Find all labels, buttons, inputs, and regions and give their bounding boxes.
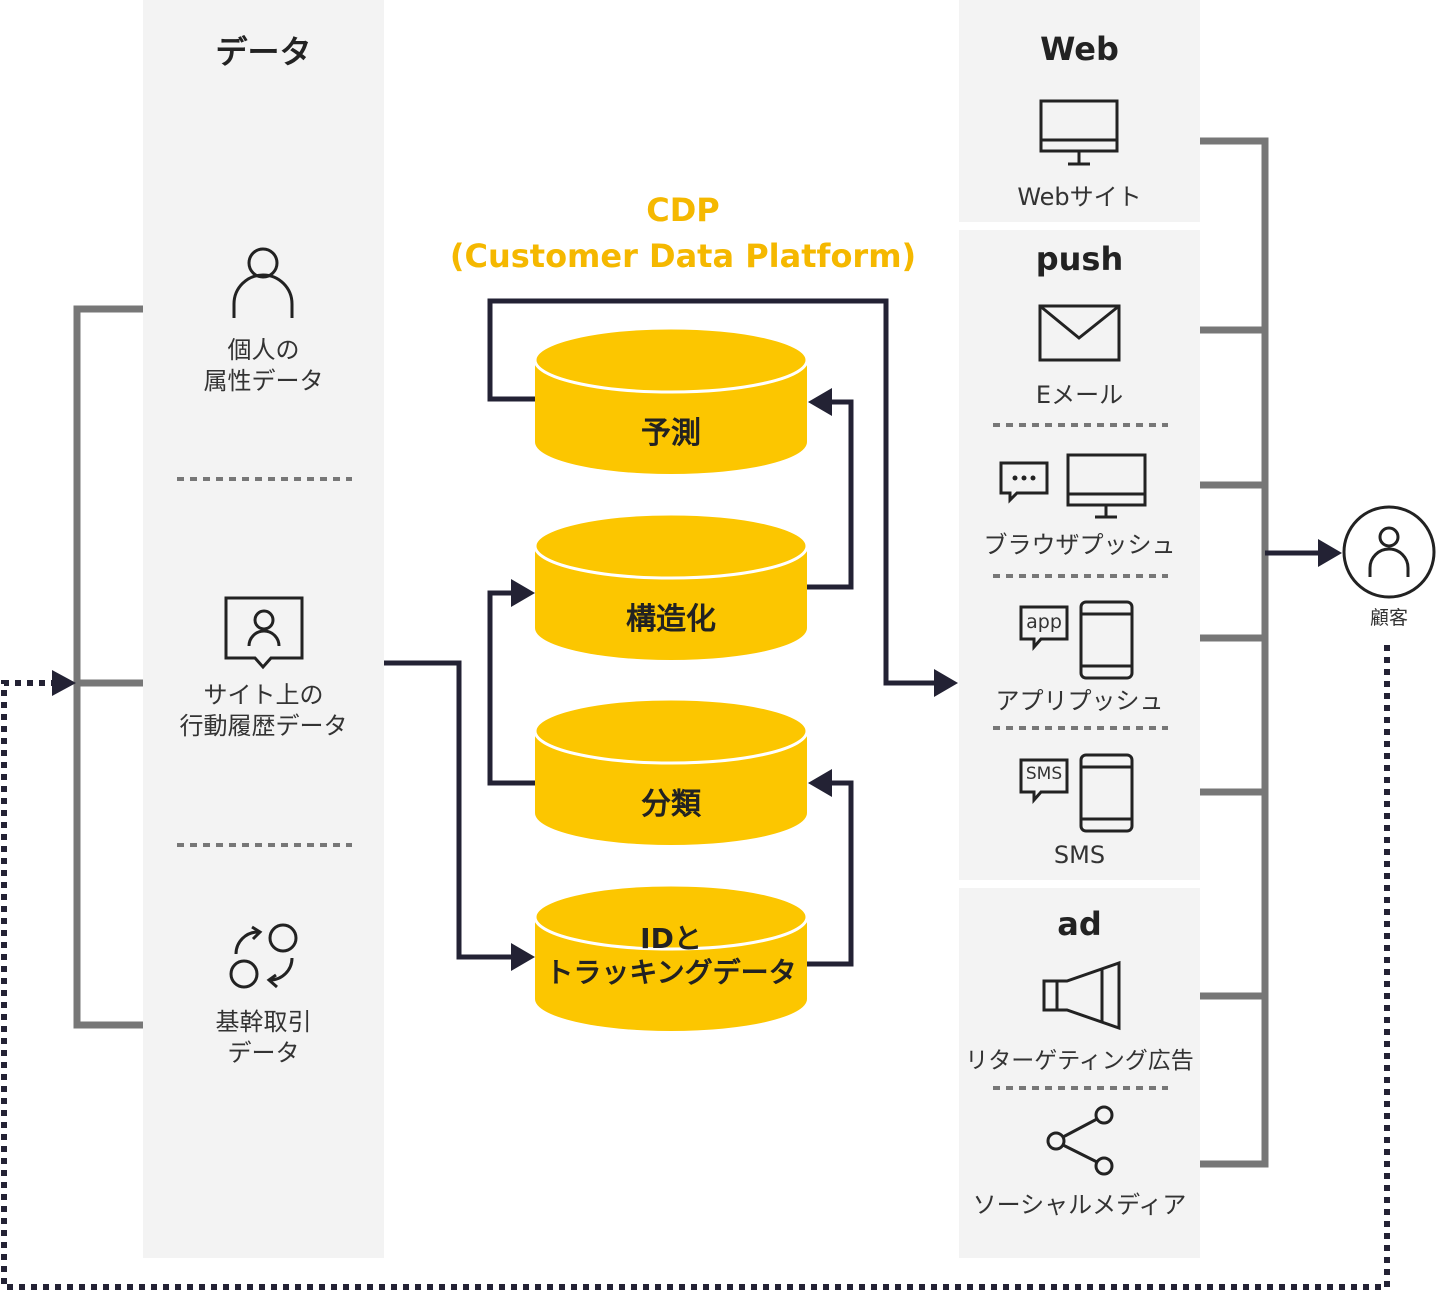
web-panel [959,0,1200,222]
data-item-label: サイト上の行動履歴データ [179,681,348,740]
data-to-id-connector [384,660,514,960]
drum-classify [533,697,809,845]
sms-badge: SMS [1025,764,1063,784]
channel-label-browser-push: ブラウザプッシュ [983,531,1176,559]
ad-panel [959,888,1200,1258]
drum-label-predict: 予測 [641,416,701,451]
channel-label-social: ソーシャルメディア [972,1191,1187,1219]
app-phone-icon [1019,600,1134,680]
channel-label-sms: SMS [1053,841,1106,869]
data-column-title: データ [215,33,312,71]
app-badge: app [1026,611,1062,633]
ad-title: ad [1057,905,1102,943]
customer-label: 顧客 [1369,607,1408,629]
drum-label-structure: 構造化 [626,602,716,637]
customer-icon [1342,505,1436,599]
channel-label-web-site: Webサイト [1017,183,1142,211]
exchange-icon [229,923,298,989]
monitor-icon [1039,99,1119,166]
drum-id-tracking [533,883,809,1031]
sms-phone-icon [1019,753,1134,833]
drum-predict [533,326,809,474]
push-title: push [1035,240,1124,278]
mail-icon [1038,304,1121,362]
channel-label-app-push: アプリプッシュ [995,687,1164,715]
megaphone-icon [1042,960,1121,1031]
drum-structure [533,512,809,660]
right-bracket [1200,137,1269,1168]
left-bracket [73,305,143,1029]
web-title: Web [1040,30,1119,68]
feedback-arrowhead [52,670,76,696]
data-item-label: 基幹取引データ [215,1008,312,1067]
channel-label-retargeting: リターゲティング広告 [965,1048,1194,1074]
drum-label-classify: 分類 [641,787,701,822]
drum-label-id-tracking: IDとトラッキングデータ [545,922,797,989]
feedback-loop [1,645,1390,1290]
data-item-label: 個人の属性データ [203,336,324,395]
cdp-title: CDP(Customer Data Platform) [449,191,917,275]
user-chat-icon [224,596,304,670]
share-icon [1046,1105,1114,1176]
channel-label-email: Eメール [1035,381,1124,409]
chat-monitor-icon [999,453,1147,519]
person-icon [232,247,294,318]
